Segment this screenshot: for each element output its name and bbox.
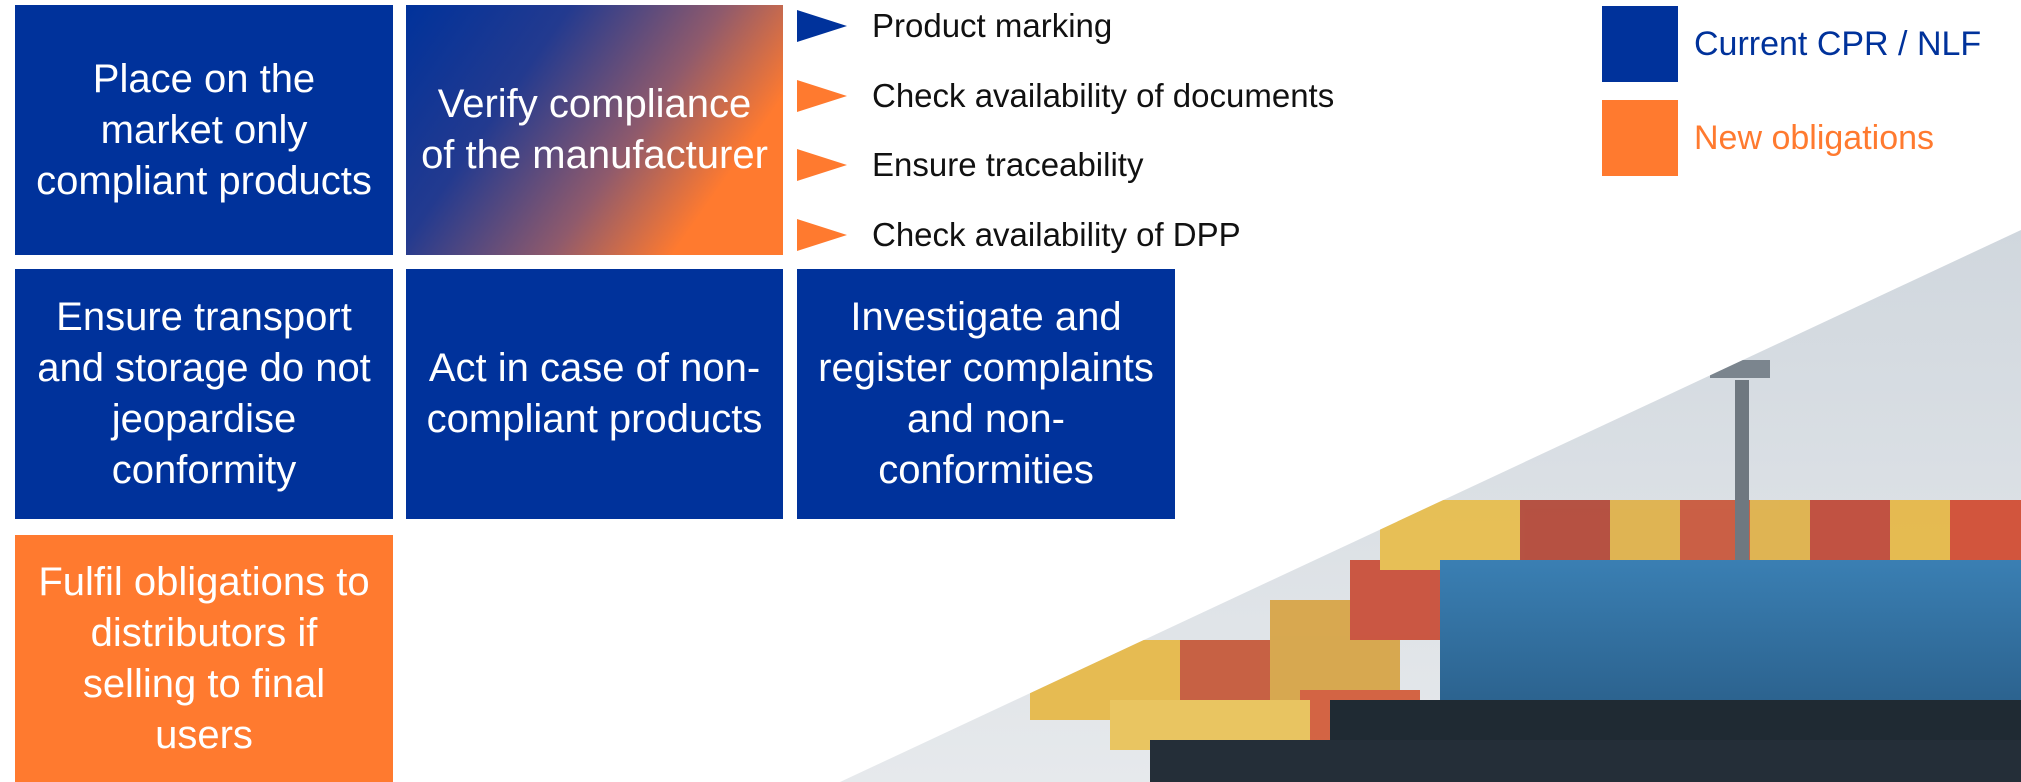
bullet-traceability: Ensure traceability: [797, 137, 1143, 193]
bullet-product-marking: Product marking: [797, 0, 1112, 54]
legend-swatch-new: [1602, 100, 1678, 176]
tile-ensure-transport: Ensure transport and storage do not jeop…: [15, 269, 393, 519]
arrow-right-icon: [797, 219, 847, 251]
legend-swatch-current: [1602, 6, 1678, 82]
bullet-documents: Check availability of documents: [797, 68, 1334, 124]
bullet-label: Check availability of documents: [872, 77, 1335, 114]
tile-fulfil-obligations: Fulfil obligations to distributors if se…: [15, 535, 393, 782]
bullet-label: Check availability of DPP: [872, 216, 1241, 253]
legend-new: New obligations: [1602, 100, 1934, 176]
tile-ensure-transport-text: Ensure transport and storage do not jeop…: [37, 295, 371, 492]
legend-label-new: New obligations: [1694, 118, 1935, 157]
bullet-dpp: Check availability of DPP: [797, 207, 1241, 263]
tile-fulfil-obligations-text: Fulfil obligations to distributors if se…: [38, 559, 370, 757]
tile-place-on-market-text: Place on the market only compliant produ…: [36, 56, 372, 203]
tile-act-noncompliant-text: Act in case of non-compliant products: [426, 346, 763, 441]
arrow-right-icon: [797, 80, 847, 112]
tile-verify-compliance-text: Verify compliance of the manufacturer: [421, 82, 768, 177]
tile-place-on-market: Place on the market only compliant produ…: [15, 5, 393, 255]
arrow-right-icon: [797, 149, 847, 181]
tile-investigate-register: Investigate and register complaints and …: [797, 269, 1175, 519]
tile-verify-compliance: Verify compliance of the manufacturer: [406, 5, 783, 255]
tile-act-noncompliant: Act in case of non-compliant products: [406, 269, 783, 519]
legend-label-current: Current CPR / NLF: [1694, 24, 1982, 63]
legend-current: Current CPR / NLF: [1602, 6, 1981, 82]
bullet-label: Ensure traceability: [872, 146, 1144, 183]
tile-investigate-register-text: Investigate and register complaints and …: [818, 295, 1154, 492]
arrow-right-icon: [797, 10, 847, 42]
bullet-label: Product marking: [872, 7, 1113, 44]
